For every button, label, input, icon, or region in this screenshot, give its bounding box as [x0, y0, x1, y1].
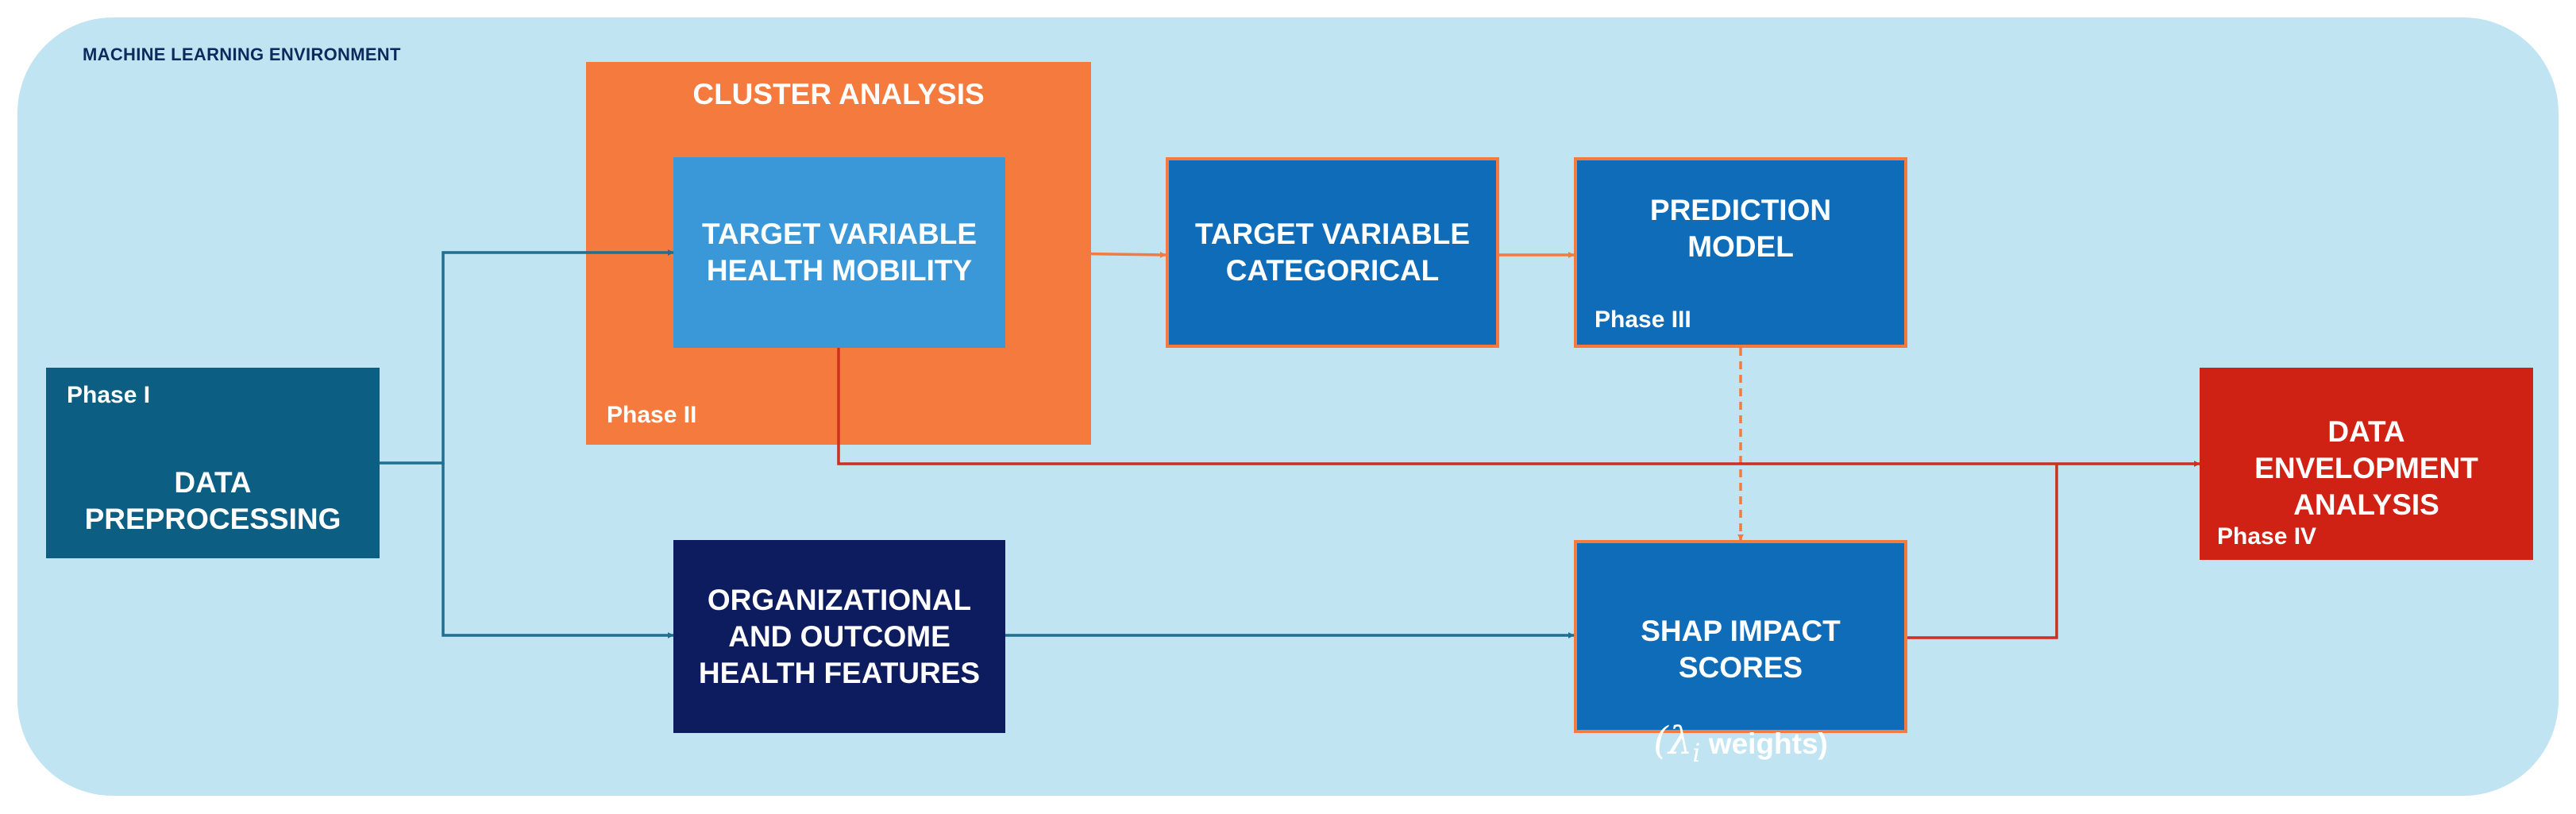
target-variable-categorical-box: TARGET VARIABLE CATEGORICAL — [1166, 157, 1499, 348]
data-preprocessing-box: Phase I DATA PREPROCESSING — [46, 368, 380, 558]
lambda-symbol: λ — [1668, 719, 1693, 763]
phase-i-label: Phase I — [67, 382, 151, 408]
prediction-model-box: PREDICTION MODEL Phase III — [1574, 157, 1907, 348]
open-paren: ( — [1653, 719, 1668, 763]
cluster-analysis-title: CLUSTER ANALYSIS — [692, 78, 985, 110]
environment-title: MACHINE LEARNING ENVIRONMENT — [83, 44, 401, 64]
shap-impact-scores-box: SHAP IMPACT SCORES (λi weights) — [1574, 540, 1907, 768]
organizational-outcome-features-box: ORGANIZATIONAL AND OUTCOME HEALTH FEATUR… — [673, 540, 1005, 733]
data-preprocessing-label: DATA PREPROCESSING — [84, 466, 341, 535]
lambda-weights: (λi weights) — [1653, 722, 1828, 768]
organizational-outcome-features-label: ORGANIZATIONAL AND OUTCOME HEALTH FEATUR… — [698, 583, 981, 689]
target-variable-categorical-label: TARGET VARIABLE CATEGORICAL — [1194, 218, 1470, 287]
data-envelopment-analysis-box: DATA ENVELOPMENT ANALYSIS Phase IV — [2200, 368, 2533, 560]
shap-impact-scores-label: SHAP IMPACT SCORES — [1641, 615, 1841, 684]
phase-iii-label: Phase III — [1595, 307, 1691, 333]
data-envelopment-analysis-label: DATA ENVELOPMENT ANALYSIS — [2254, 415, 2478, 521]
prediction-model-label: PREDICTION MODEL — [1649, 194, 1832, 263]
lambda-subscript: i — [1692, 738, 1701, 768]
weights-text: weights) — [1708, 727, 1828, 760]
machine-learning-environment — [17, 17, 2559, 796]
target-variable-health-mobility-box: TARGET VARIABLE HEALTH MOBILITY — [673, 157, 1005, 348]
phase-ii-label: Phase II — [607, 402, 697, 428]
shap-impact-scores-text: SHAP IMPACT SCORES (λi weights) — [1577, 577, 1904, 771]
target-variable-health-mobility-label: TARGET VARIABLE HEALTH MOBILITY — [701, 218, 977, 287]
phase-iv-label: Phase IV — [2217, 523, 2317, 550]
